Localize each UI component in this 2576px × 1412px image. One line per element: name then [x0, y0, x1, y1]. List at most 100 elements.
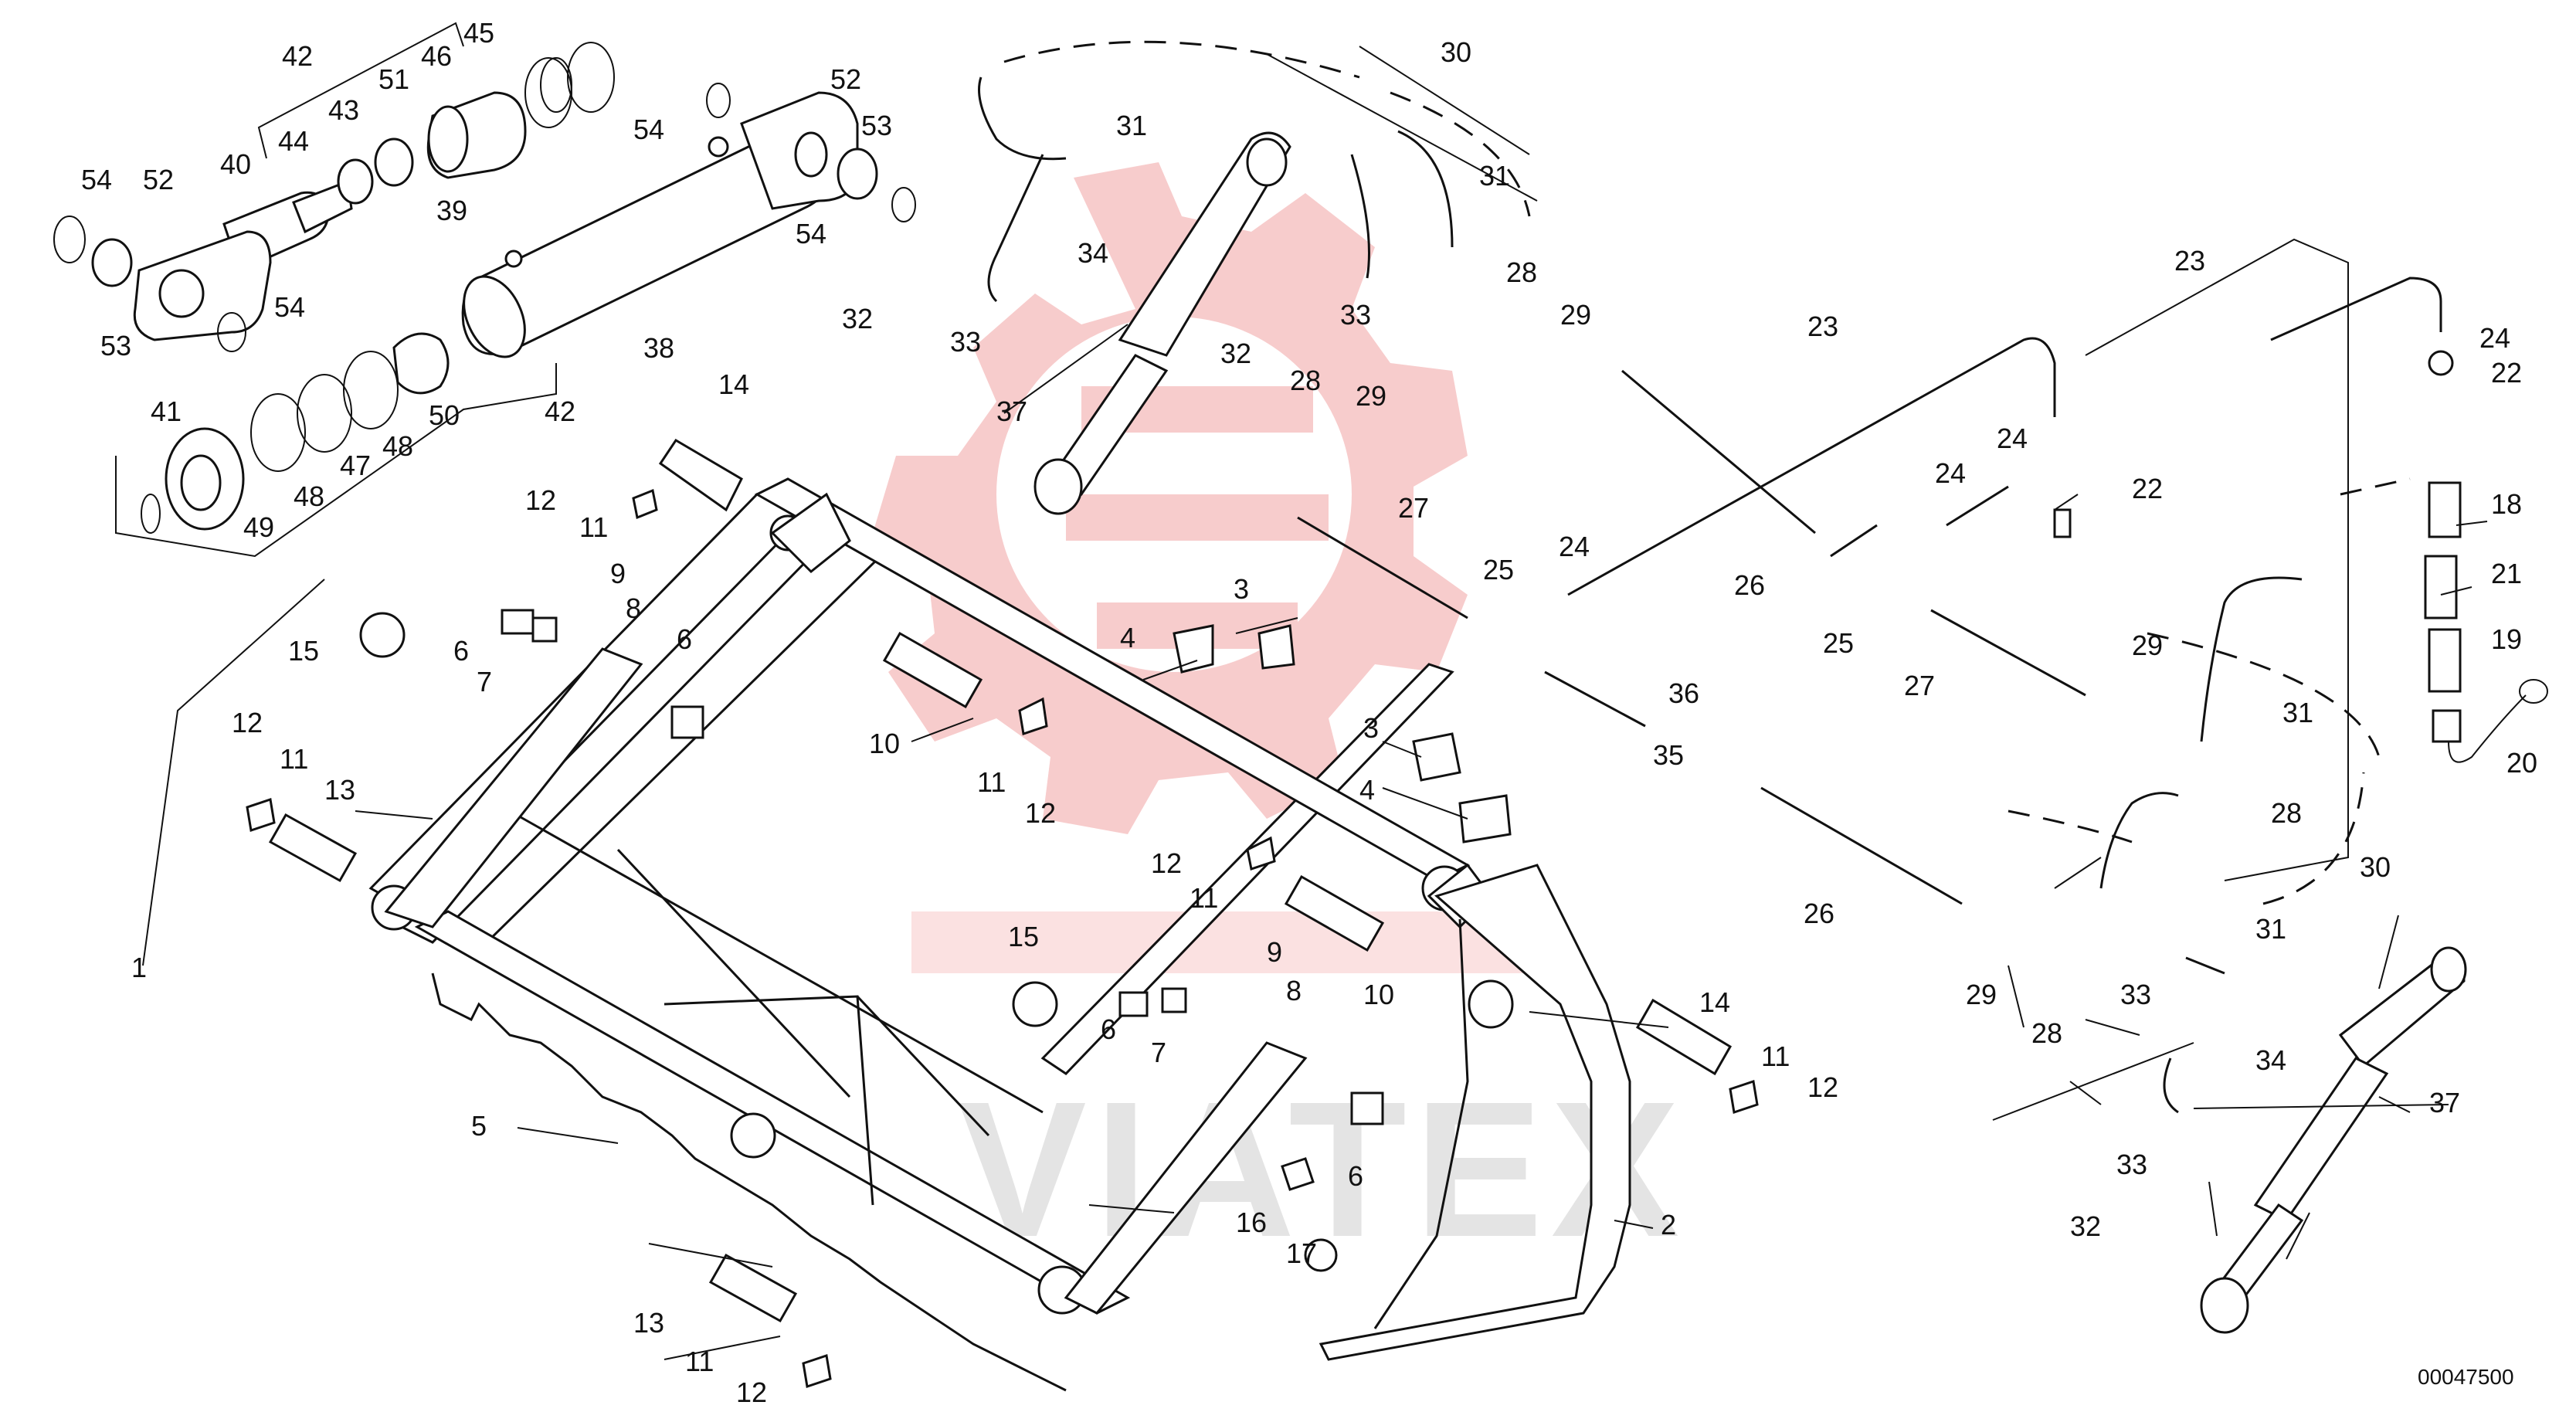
- callout-12: 12: [525, 484, 556, 516]
- callout-25b: 25: [1823, 627, 1854, 659]
- callout-54d: 54: [796, 218, 826, 249]
- callout-11b: 11: [280, 743, 308, 775]
- callout-24c: 24: [1935, 457, 1966, 489]
- callout-18: 18: [2491, 488, 2522, 520]
- callout-24d: 24: [1559, 531, 1590, 562]
- callout-54b: 54: [274, 291, 305, 323]
- callout-11e: 11: [1761, 1040, 1790, 1072]
- callout-13b: 13: [633, 1307, 664, 1339]
- callout-36: 36: [1668, 677, 1699, 709]
- cylinder-assembly: [53, 22, 916, 558]
- callout-11f: 11: [685, 1346, 714, 1377]
- callout-24: 24: [2479, 322, 2510, 354]
- callout-33b: 33: [1340, 299, 1371, 331]
- callout-35: 35: [1653, 739, 1684, 771]
- callout-33: 33: [950, 326, 981, 358]
- callout-50: 50: [429, 399, 460, 431]
- callout-52b: 52: [830, 63, 861, 95]
- callout-29c: 29: [2132, 630, 2163, 661]
- callout-32: 32: [842, 303, 873, 334]
- hoses: [978, 76, 2548, 1114]
- callout-7b: 7: [1151, 1037, 1166, 1068]
- callout-31: 31: [1116, 110, 1147, 141]
- callout-16: 16: [1236, 1207, 1267, 1238]
- seals-upper: [337, 42, 615, 205]
- callout-14: 14: [718, 368, 749, 400]
- callout-31d: 31: [2255, 913, 2286, 945]
- callout-39: 39: [436, 195, 467, 226]
- callout-20: 20: [2506, 747, 2537, 779]
- loader-frame: [368, 477, 1492, 1392]
- callout-32c: 32: [2070, 1210, 2101, 1242]
- callout-12b: 12: [232, 707, 263, 738]
- callout-47: 47: [340, 450, 371, 481]
- callout-4: 4: [1120, 622, 1135, 653]
- callout-23: 23: [1807, 311, 1838, 342]
- callout-31c: 31: [2282, 697, 2313, 728]
- callout-6b: 6: [677, 623, 692, 655]
- callout-14b: 14: [1699, 986, 1730, 1018]
- callout-28: 28: [1506, 256, 1537, 288]
- callout-9: 9: [610, 558, 626, 589]
- callout-12e: 12: [1807, 1071, 1838, 1103]
- callout-52: 52: [143, 164, 174, 195]
- callout-40: 40: [220, 148, 251, 180]
- callout-8: 8: [626, 592, 641, 624]
- callout-29d: 29: [1966, 979, 1997, 1010]
- callout-25: 25: [1483, 554, 1514, 586]
- callout-48b: 48: [382, 430, 413, 462]
- callout-29b: 29: [1356, 380, 1386, 412]
- callout-37: 37: [996, 395, 1027, 427]
- callout-24b: 24: [1997, 423, 2028, 454]
- callout-34b: 34: [2255, 1044, 2286, 1076]
- callout-42b: 42: [545, 395, 575, 427]
- callout-34: 34: [1078, 237, 1108, 269]
- callout-33d: 33: [2116, 1149, 2147, 1180]
- callout-5: 5: [471, 1110, 487, 1142]
- callout-11: 11: [579, 511, 608, 543]
- callout-7: 7: [477, 666, 492, 698]
- callout-9b: 9: [1267, 936, 1282, 968]
- callout-54: 54: [81, 164, 112, 195]
- callout-33c: 33: [2120, 979, 2151, 1010]
- callout-26: 26: [1734, 569, 1765, 601]
- callout-45: 45: [463, 17, 494, 49]
- callout-2: 2: [1661, 1209, 1676, 1241]
- callout-27b: 27: [1904, 670, 1935, 701]
- callout-3b: 3: [1363, 712, 1379, 744]
- callout-21: 21: [2491, 558, 2522, 589]
- callout-12c: 12: [1025, 797, 1056, 829]
- callout-22b: 22: [2132, 473, 2163, 504]
- callout-30: 30: [1441, 36, 1471, 68]
- callout-15b: 15: [1008, 921, 1039, 952]
- callout-44: 44: [278, 125, 309, 157]
- callout-10: 10: [869, 728, 900, 759]
- callout-48: 48: [294, 480, 324, 512]
- callout-labels: 1 2 3 3 4 4 5 6 6 6 6 7 7 8 8 9 9 10 10 …: [81, 17, 2537, 1408]
- callout-30b: 30: [2360, 851, 2391, 883]
- callout-4b: 4: [1359, 774, 1375, 806]
- callout-28b: 28: [1290, 365, 1321, 396]
- group-brackets: [648, 40, 2411, 1268]
- callout-3: 3: [1234, 573, 1249, 605]
- callout-12f: 12: [736, 1376, 767, 1408]
- callout-23b: 23: [2174, 245, 2205, 277]
- callout-13: 13: [324, 774, 355, 806]
- callout-28d: 28: [2031, 1017, 2062, 1049]
- callout-43: 43: [328, 94, 359, 126]
- callout-10b: 10: [1363, 979, 1394, 1010]
- callout-42: 42: [282, 40, 313, 72]
- callout-17: 17: [1286, 1237, 1317, 1269]
- callout-12d: 12: [1151, 847, 1182, 879]
- callout-49: 49: [243, 511, 274, 543]
- callout-8b: 8: [1286, 975, 1302, 1006]
- callout-27: 27: [1398, 492, 1429, 524]
- bucket: [1319, 864, 1631, 1361]
- callout-37b: 37: [2429, 1087, 2460, 1118]
- callout-1: 1: [131, 952, 147, 983]
- callout-22: 22: [2491, 357, 2522, 389]
- callout-38: 38: [643, 332, 674, 364]
- callout-53: 53: [100, 330, 131, 361]
- callout-31b: 31: [1479, 160, 1510, 192]
